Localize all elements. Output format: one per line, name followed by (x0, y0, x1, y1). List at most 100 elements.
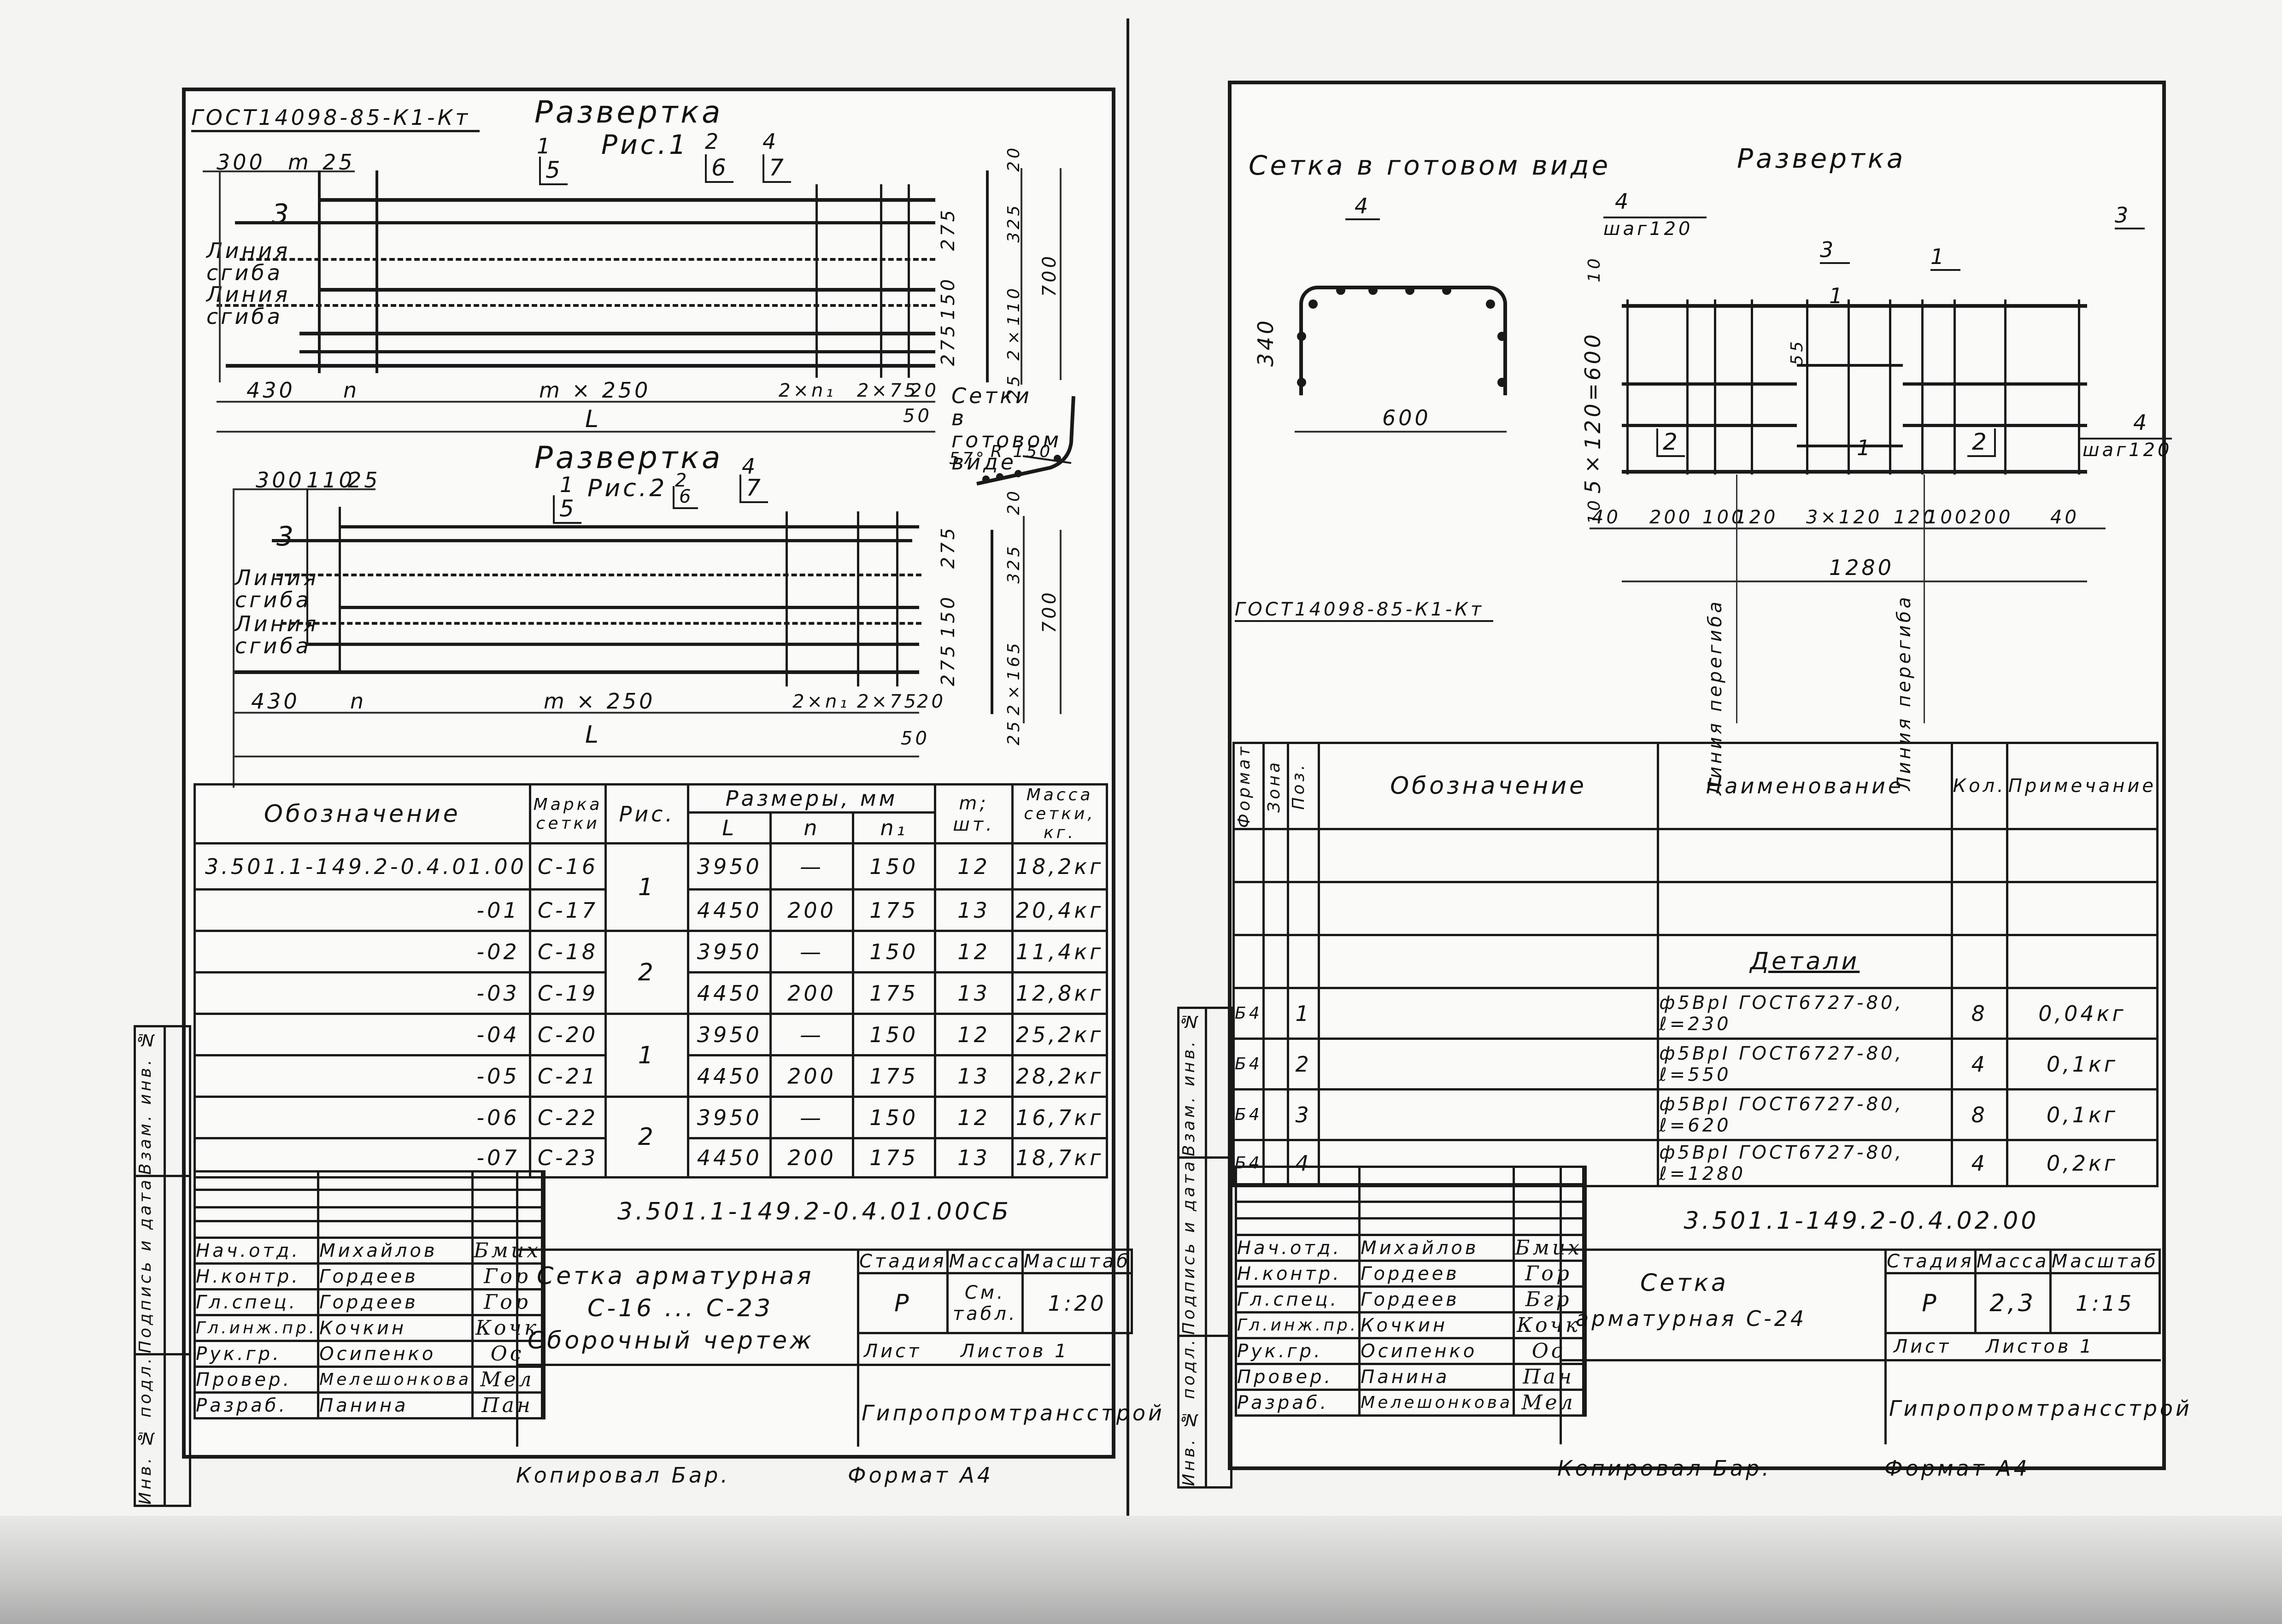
col-designation: Обозначение (194, 783, 531, 844)
fig1-side-20: 20 (1004, 145, 1023, 172)
unfold-dim-200b: 200 (1970, 507, 2013, 528)
mesh-schedule-table: Обозначение Марка сетки Рис. Размеры, мм… (194, 783, 1108, 1178)
unfold-pos1-a: 1 (1930, 244, 1961, 271)
unfold-dim-120a: 120 (1735, 507, 1778, 528)
fig1-title: Развертка (534, 94, 723, 130)
finished-view-note: Сетки в готовом виде (951, 383, 1062, 475)
fig1-dim-2n1: 2×n₁ (779, 380, 836, 401)
fig2-dim-2n1: 2×n₁ (792, 691, 850, 712)
right-title-main: 3.501.1-149.2-0.4.02.00 Сетка арматурная… (1560, 1166, 2189, 1444)
fig2-overall-L: L (585, 721, 601, 749)
stamp-replace-inv: Взам. инв. № (136, 1027, 155, 1175)
fig2-side-325: 325 (1004, 544, 1023, 584)
unfold-pos3-a: 3 (1820, 237, 1850, 264)
fig1-dim-20: 20 (910, 380, 939, 401)
scale-label-r: Масштаб (2049, 1249, 2161, 1274)
fig1-right-275a: 275 (938, 207, 959, 251)
col-n: n (769, 811, 854, 845)
fig1-dim-430: 430 (246, 378, 295, 403)
scale-label: Масштаб (1021, 1249, 1133, 1274)
fig1-dim-2x75: 2×75 (857, 380, 919, 401)
fig1-dim-m250: m × 250 (539, 378, 651, 403)
unfold-pos2-b: 2 (1967, 428, 1996, 457)
fig1-height-700: 700 (1039, 253, 1060, 297)
table-row: -05 С-21 4450 200 175 13 28,2кг (194, 1054, 1108, 1098)
unfold-pos3-b: 3 (2115, 203, 2145, 229)
scale-value-r: 1:15 (2049, 1272, 2161, 1334)
sheet-divider (1126, 18, 1129, 1516)
bend-sketch-icon (976, 396, 1075, 486)
gost-note: ГОСТ14098-85-К1-Кт (191, 105, 480, 132)
left-title-line3: Сборочный чертеж (528, 1327, 814, 1354)
col-note: Примечание (2006, 741, 2159, 831)
col-n1: n₁ (851, 811, 936, 845)
finished-height-340: 340 (1253, 318, 1278, 367)
table-row: -04 С-20 1 3950 — 150 12 25,2кг (194, 1013, 1108, 1098)
unfold-dim-3x120: 3×120 (1806, 507, 1883, 528)
fig2-side-20: 20 (1004, 488, 1023, 515)
fig2-title: Развертка (534, 440, 723, 475)
fig2-dim-20: 20 (917, 691, 946, 712)
unfold-dim-40a: 40 (1592, 507, 1621, 528)
col-L: L (687, 811, 772, 845)
fig2-callout-box5: 5 (553, 495, 581, 524)
left-side-stamp: Взам. инв. № Подпись и дата Инв. № подл. (134, 1025, 191, 1507)
table-row: 3.501.1-149.2-0.4.01.00 С-16 1 3950 — 15… (194, 842, 1108, 932)
fig2-side-2x165: 2×165 (1004, 640, 1023, 715)
fig1-callout-pos2: 2 (705, 129, 722, 154)
sheets-label: Листов 1 (961, 1341, 1069, 1362)
col-qty: Кол. (1950, 741, 2008, 831)
fig2-right-275b: 275 (938, 643, 959, 686)
left-org: Гипропромтрансстрой (862, 1401, 1165, 1425)
scan-shadow (0, 1516, 2282, 1624)
fig2-bend-line-2: Линия сгиба (235, 611, 319, 658)
unfold-dim-200a: 200 (1649, 507, 1693, 528)
fig2-callout-pos2: 2 (675, 470, 690, 491)
left-title-line2: С-16 ... С-23 (587, 1295, 774, 1322)
fig1-side-2x110: 2×110 (1004, 286, 1023, 361)
table-row: -03 С-19 4450 200 175 13 12,8кг (194, 971, 1108, 1015)
left-doc-code: 3.501.1-149.2-0.4.01.00СБ (617, 1198, 1011, 1225)
fig2-callout-pos1: 1 (560, 472, 576, 497)
right-copied-by: Копировал Бар. (1557, 1456, 1772, 1481)
fig1-callout-pos4: 4 (763, 129, 779, 154)
fig1-pos3: 3 (272, 198, 292, 229)
fig2-side-25: 25 (1004, 719, 1023, 745)
right-org: Гипропромтрансстрой (1889, 1396, 2192, 1421)
right-gost-note: ГОСТ14098-85-К1-Кт (1235, 599, 1494, 622)
fig1-callout-pos1: 1 (537, 134, 553, 158)
unfold-pitch-top: шаг120 (1603, 217, 1707, 240)
left-copied-by: Копировал Бар. (516, 1463, 731, 1488)
stamp-inv-orig-r: Инв. № подл. (1179, 1337, 1198, 1487)
section-title: Детали (1657, 934, 1953, 990)
fig1-subtitle: Рис.1 (601, 129, 689, 160)
fig2-pos3: 3 (276, 521, 296, 552)
stage-label: Стадия (856, 1249, 949, 1274)
fig1-callout-box6: 6 (705, 154, 733, 183)
fig2-right-150: 150 (938, 594, 959, 638)
col-name: Наименование (1657, 741, 1953, 831)
unfold-pitch-right: шаг120 (2078, 438, 2172, 461)
fig2-bend-line-1: Линия сгиба (235, 565, 319, 612)
fig2-dim-m250: m × 250 (544, 689, 656, 714)
col-m: m; шт. (933, 783, 1014, 844)
fig2-callout-box7: 7 (739, 475, 768, 503)
table-row: -02 С-18 2 3950 — 150 12 11,4кг (194, 930, 1108, 1015)
table-row: -06 С-22 2 3950 — 150 12 16,7кг (194, 1096, 1108, 1178)
unfold-dim-55: 55 (1788, 339, 1807, 365)
col-pos: Поз. (1289, 762, 1308, 810)
col-mark: Марка сетки (528, 783, 607, 844)
table-row: -01 С-17 4450 200 175 13 20,4кг (194, 888, 1108, 932)
fig1-dim-n: n (343, 378, 360, 403)
finished-width-600: 600 (1382, 405, 1431, 430)
col-designation-spec: Обозначение (1318, 741, 1660, 831)
